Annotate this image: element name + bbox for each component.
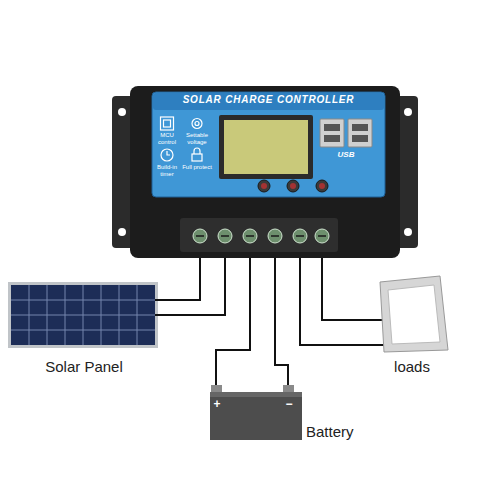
usb-ports [320,119,372,147]
usb-slot [324,135,340,142]
load-floodlight: loads [372,272,452,378]
feature-label: Settable voltage [182,132,212,146]
terminal-mark: − [285,397,292,411]
gear-icon [192,119,202,129]
battery-lid [210,392,302,397]
node-text: loads [394,358,430,376]
panel-cells [11,285,155,345]
usb-slot [324,124,340,131]
mounting-hole [404,228,412,236]
gear-icon-hub [195,122,199,126]
usb-label: USB [338,150,355,160]
lamp-face [388,285,440,344]
mounting-hole [118,228,126,236]
button [316,180,328,192]
wire-pair [300,258,372,345]
wire-pair [163,258,225,315]
floodlight-picture [372,276,448,352]
solar-panel-picture [8,282,163,348]
solar-panel: Solar Panel [5,278,163,378]
battery-terminal [283,385,294,393]
controller-housing [112,86,418,258]
terminal-mark: + [213,397,220,411]
button-cap [261,183,267,189]
usb-slot [352,124,368,131]
feature-label: Full protect [182,164,212,171]
panel-cable [155,300,163,315]
panel-frame [8,282,158,348]
buttons [258,180,328,192]
feature-label: Build-in timer [152,164,182,178]
battery-body [210,392,302,440]
usb-port [320,119,344,147]
screw-slots [196,235,326,237]
mcu-icon [161,117,174,130]
button [258,180,270,192]
lock-shackle [194,148,200,154]
button-cap [319,183,325,189]
terminal-block [180,218,338,252]
lock-icon [192,154,202,161]
lcd-screen [224,120,308,174]
lcd-display [219,115,313,179]
front-panel [152,92,385,197]
timer-icon [161,149,173,161]
node-text: SOLAR CHARGE CONTROLLER [183,94,355,106]
mounting-hole [404,108,412,116]
battery-picture [210,385,302,440]
feature-icons [161,117,203,161]
cell-grid [11,285,155,345]
node-text: Battery [306,423,354,441]
battery: Battery [210,385,302,441]
housing-body [130,86,400,258]
lcd-bezel [219,115,313,179]
title-band [153,93,384,110]
node-text: Solar Panel [45,358,123,376]
lamp-housing [380,276,448,352]
button-cap [290,183,296,189]
terminal-strip [180,218,338,252]
battery-terminal [211,385,222,393]
timer-hands [167,151,170,155]
mcu-icon-chip [164,120,171,127]
button [287,180,299,192]
usb-port [348,119,372,147]
usb-slot [352,135,368,142]
mounting-hole [118,108,126,116]
wire-pair [216,258,288,385]
feature-label: MCU control [152,132,182,146]
